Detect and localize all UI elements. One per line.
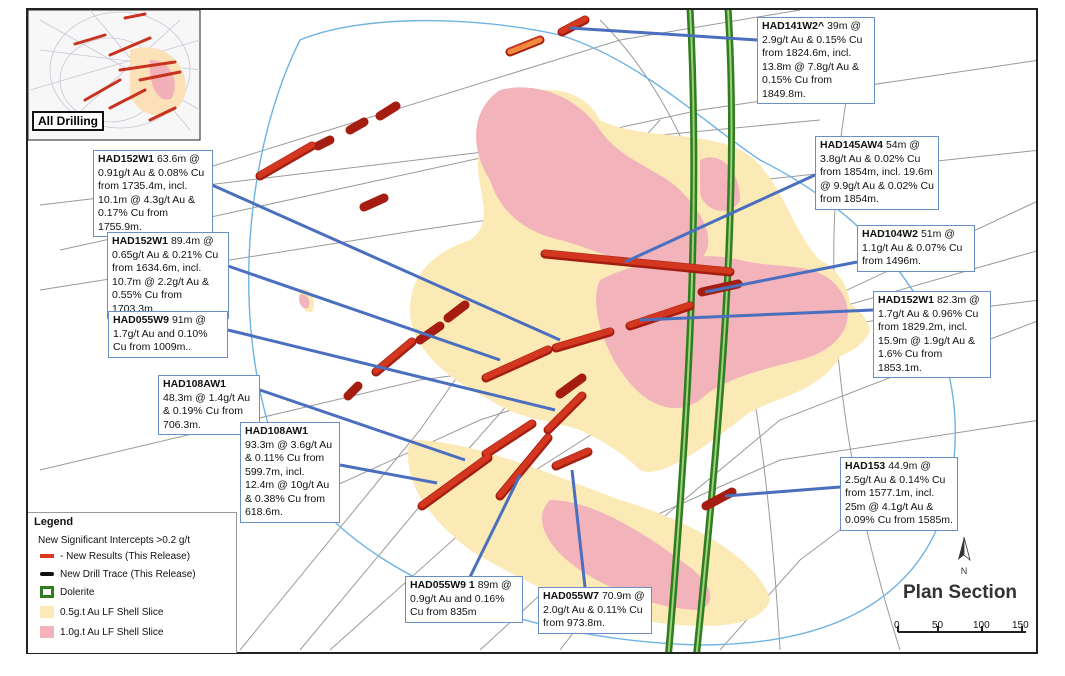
north-label: N xyxy=(960,566,968,576)
legend-shell-05: 0.5g.t Au LF Shell Slice xyxy=(28,605,163,619)
callout-had055w7: HAD055W7 70.9m @ 2.0g/t Au & 0.11% Cu fr… xyxy=(538,587,652,634)
legend-subtitle: New Significant Intercepts >0.2 g/t xyxy=(38,534,191,546)
scale-label-150: 150 xyxy=(1012,620,1029,631)
callout-had055w91: HAD055W9 1 89m @ 0.9g/t Au and 0.16% Cu … xyxy=(405,576,523,623)
callout-had145aw4: HAD145AW4 54m @ 3.8g/t Au & 0.02% Cu fro… xyxy=(815,136,939,210)
legend-title: Legend xyxy=(34,516,74,528)
inset-label: All Drilling xyxy=(32,111,104,131)
legend-drill-trace: New Drill Trace (This Release) xyxy=(28,567,196,581)
shell-05-swatch xyxy=(40,606,54,618)
legend-new-results: - New Results (This Release) xyxy=(28,549,190,563)
scale-label-100: 100 xyxy=(973,620,990,631)
shell-10-swatch xyxy=(40,626,54,638)
callout-had152w1-east: HAD152W1 82.3m @ 1.7g/t Au & 0.96% Cu fr… xyxy=(873,291,991,378)
new-results-swatch xyxy=(40,554,54,558)
callout-had055w9: HAD055W9 91m @ 1.7g/t Au and 0.10% Cu fr… xyxy=(108,311,228,358)
map-frame xyxy=(26,8,1038,654)
callout-had104w2: HAD104W2 51m @ 1.1g/t Au & 0.07% Cu from… xyxy=(857,225,975,272)
north-arrow xyxy=(958,536,971,562)
callout-had141w2: HAD141W2^ 39m @ 2.9g/t Au & 0.15% Cu fro… xyxy=(757,17,875,104)
dolerite-swatch xyxy=(40,586,54,598)
scale-label-0: 0 xyxy=(894,620,900,631)
callout-had152w1-b: HAD152W1 89.4m @ 0.65g/t Au & 0.21% Cu f… xyxy=(107,232,229,319)
legend: Legend New Significant Intercepts >0.2 g… xyxy=(28,512,237,653)
legend-shell-10: 1.0g.t Au LF Shell Slice xyxy=(28,625,163,639)
scale-label-50: 50 xyxy=(932,620,944,631)
callout-leaders xyxy=(211,26,874,588)
callout-had153: HAD153 44.9m @ 2.5g/t Au & 0.14% Cu from… xyxy=(840,457,958,531)
callout-had152w1-a: HAD152W1 63.6m @ 0.91g/t Au & 0.08% Cu f… xyxy=(93,150,213,237)
callout-had108aw1-b: HAD108AW1 93.3m @ 3.6g/t Au & 0.11% Cu f… xyxy=(240,422,340,523)
scale-bar xyxy=(897,626,1026,633)
legend-dolerite: Dolerite xyxy=(28,585,94,599)
drill-trace-swatch xyxy=(40,572,54,576)
map-title: Plan Section xyxy=(903,582,1018,603)
